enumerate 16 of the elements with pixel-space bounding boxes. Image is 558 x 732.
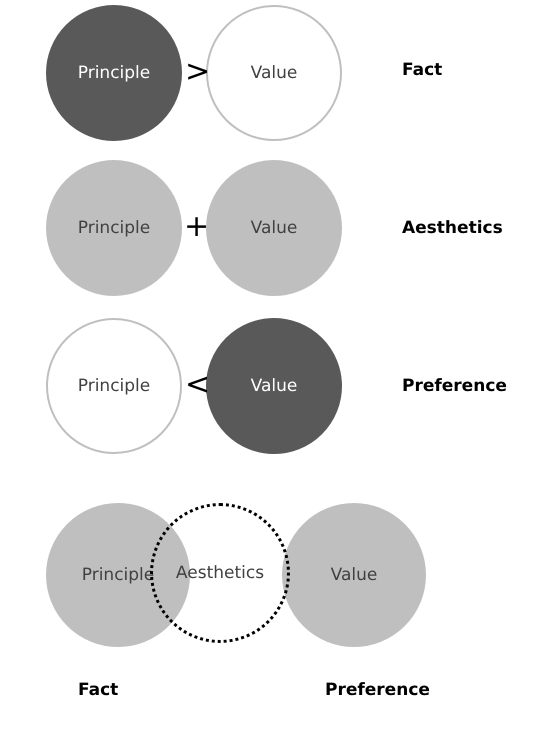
circle-label: Principle	[82, 565, 154, 585]
caption-label: Preference	[325, 680, 430, 700]
row-label: Fact	[402, 60, 442, 80]
circle-label: Principle	[78, 376, 150, 396]
circle-label: Value	[250, 63, 298, 83]
circle-label: Value	[330, 565, 378, 585]
circle-label: Principle	[78, 63, 150, 83]
comparison-sign: >	[185, 57, 210, 87]
circle-label: Value	[250, 376, 298, 396]
row-label: Preference	[402, 376, 507, 396]
row-label: Aesthetics	[402, 218, 503, 238]
comparison-sign: +	[184, 212, 210, 242]
circle-label: Principle	[78, 218, 150, 238]
circle-label: Value	[250, 218, 298, 238]
caption-label: Fact	[78, 680, 118, 700]
circle-label: Aesthetics	[176, 563, 264, 583]
